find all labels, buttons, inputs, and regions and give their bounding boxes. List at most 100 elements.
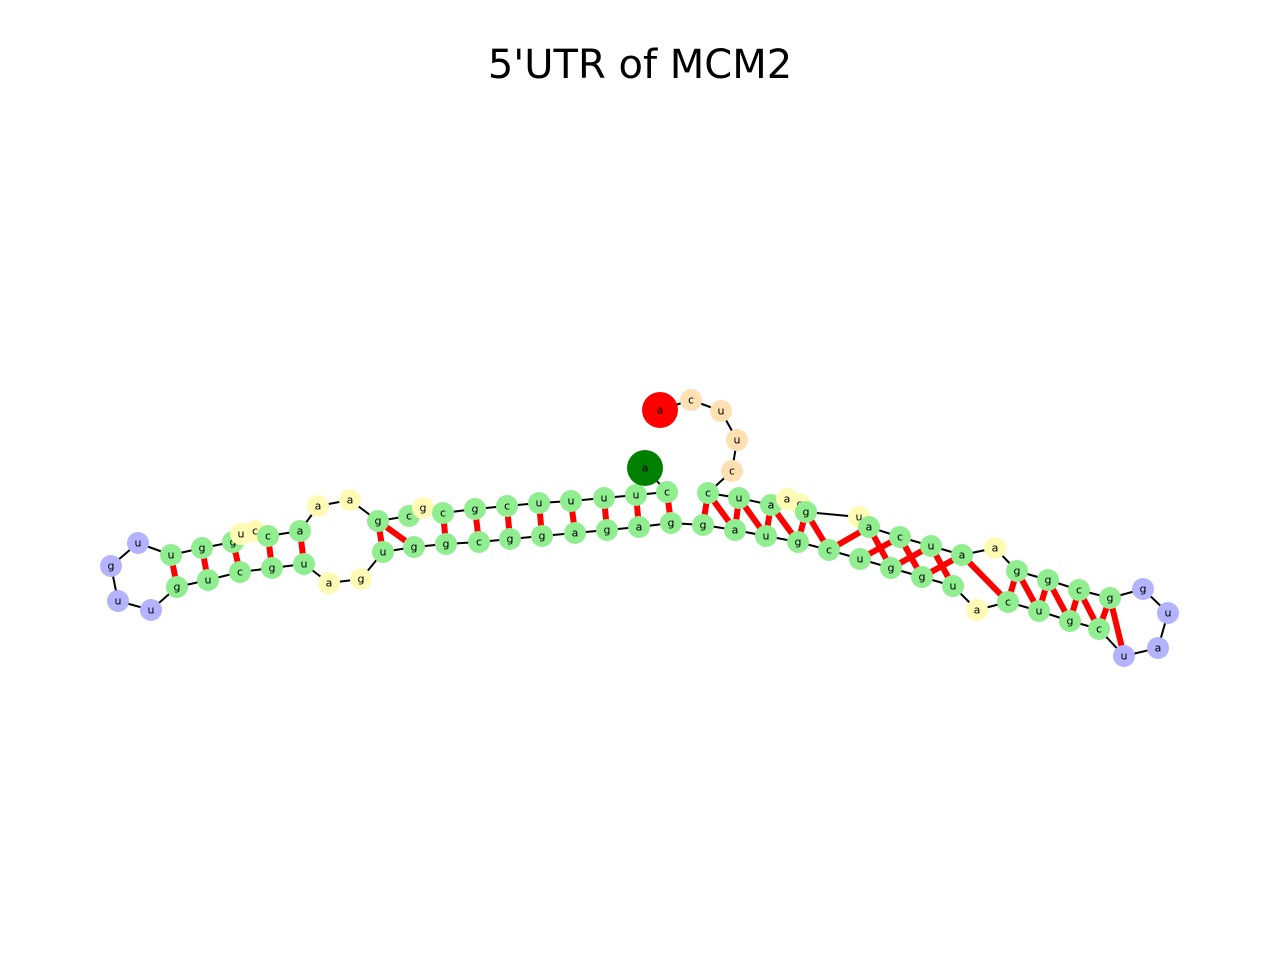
nucleotide-31: g [911,566,933,588]
nucleotide-43: g [531,525,553,547]
nucleotide-label: u [736,492,743,505]
nucleotide-node [984,537,1006,559]
nucleotide-73: g [464,498,486,520]
nucleotide-label: a [959,549,966,562]
nucleotide-35: g [787,531,809,553]
nucleotide-label: a [768,499,775,512]
nucleotide-label: u [148,604,155,617]
nucleotide-label: u [950,580,957,593]
nucleotide-node [107,590,129,612]
nucleotide-27: u [1028,600,1050,622]
nucleotide-label: g [375,515,382,528]
nucleotide-node [403,536,425,558]
nucleotide-1: c [680,389,702,411]
nucleotide-label: u [380,546,387,559]
nucleotide-label: a [866,521,873,534]
nucleotide-node [942,575,964,597]
nucleotide-node [787,531,809,553]
nucleotide-node [100,555,122,577]
nucleotide-node [261,557,283,579]
nucleotide-node [197,569,219,591]
nucleotide-67: a [307,495,329,517]
nucleotide-label: g [230,536,237,549]
nucleotide-label: c [729,465,735,478]
nucleotide-node [596,519,618,541]
nucleotide-node [951,544,973,566]
nucleotide-65: c [257,525,279,547]
nucleotide-label: c [265,530,271,543]
nucleotide-label: a [1155,642,1162,655]
nucleotide-node [318,572,340,594]
nucleotide-node [849,548,871,570]
nucleotide-node [710,400,732,422]
nucleotide-label: g [1014,565,1021,578]
nucleotide-node [160,544,182,566]
nucleotide-label: c [406,510,412,523]
nucleotide-label: g [803,506,810,519]
nucleotide-12: a [858,516,880,538]
nucleotide-59: u [127,532,149,554]
nucleotide-label: u [856,511,863,524]
nucleotide-label: a [315,500,322,513]
nucleotide-label: a [347,494,354,507]
nucleotide-24: u [1113,645,1135,667]
nucleotide-node [997,591,1019,613]
nucleotide-label: g [1067,615,1074,628]
nucleotide-node [656,481,678,503]
nucleotide-label: g [420,502,427,515]
nucleotide-label: u [734,434,741,447]
nucleotide-node [289,520,311,542]
nucleotide-label: u [536,497,543,510]
nucleotide-node [229,561,251,583]
nucleotide-44: g [499,528,521,550]
nucleotide-node [499,528,521,550]
nucleotide-41: g [596,519,618,541]
nucleotide-78: u [625,484,647,506]
nucleotide-label: u [568,495,575,508]
nucleotide-node [660,512,682,534]
nucleotide-node [528,492,550,514]
nucleotide-node [372,541,394,563]
nucleotide-node [625,484,647,506]
nucleotide-label: u [205,574,212,587]
nucleotide-label: u [601,492,608,505]
nucleotide-23: a [1147,637,1169,659]
nucleotide-label: g [795,536,802,549]
nucleotide-node [1006,560,1028,582]
nucleotide-label: a [642,462,649,475]
nucleotide-node [560,490,582,512]
nucleotide-label: u [928,540,935,553]
nucleotide-label: g [174,581,181,594]
nucleotide-node [1147,637,1169,659]
nucleotide-node [1059,610,1081,632]
nucleotide-49: g [350,568,372,590]
nucleotide-72: c [432,502,454,524]
nucleotide-label: c [440,507,446,520]
nucleotide-label: u [115,595,122,608]
nucleotide-19: c [1068,579,1090,601]
nucleotide-label: c [1096,623,1102,636]
nucleotide-71: g [412,497,434,519]
nucleotide-node [257,525,279,547]
nucleotide-label: a [297,525,304,538]
nucleotide-label: g [358,573,365,586]
nucleotide-2: u [710,400,732,422]
nucleotide-node [642,392,678,428]
nucleotide-60: u [160,544,182,566]
nucleotide-label: g [1107,592,1114,605]
nucleotide-46: g [435,533,457,555]
nucleotide-label: g [919,571,926,584]
nucleotide-6: u [728,487,750,509]
nucleotide-39: g [660,512,682,534]
nucleotide-node [755,525,777,547]
nucleotide-label: a [636,521,643,534]
nucleotide-node [307,495,329,517]
nucleotide-node [728,487,750,509]
nucleotide-51: u [293,553,315,575]
nucleotide-33: u [849,548,871,570]
nucleotide-node [140,599,162,621]
nucleotide-label: g [472,503,479,516]
nucleotide-69: g [367,510,389,532]
nucleotide-label: g [443,538,450,551]
